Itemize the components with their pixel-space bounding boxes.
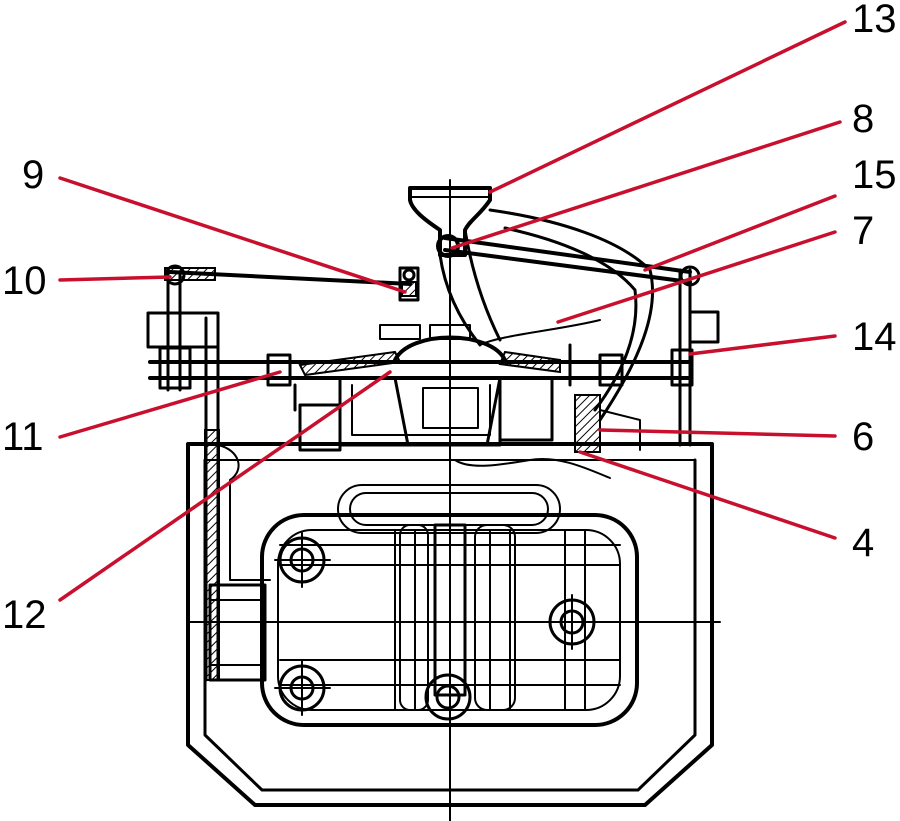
right-rod: [670, 268, 720, 447]
label-4: 4: [852, 521, 874, 565]
bolt-bottom-center: [424, 673, 472, 721]
label-10: 10: [2, 259, 47, 303]
leader-13: [488, 20, 847, 194]
upper-trough: [298, 376, 641, 479]
top-chute: [408, 186, 502, 347]
leader-12: [58, 370, 392, 602]
cross-shaft: [148, 343, 692, 412]
curved-shroud: [479, 208, 655, 422]
leader-15: [643, 194, 837, 272]
leader-lines: [58, 20, 847, 602]
bolt-top-left: [274, 532, 331, 588]
bolt-bottom-left: [274, 660, 331, 716]
label-8: 8: [852, 97, 874, 141]
centerlines: [189, 179, 721, 821]
label-11: 11: [2, 415, 44, 459]
label-14: 14: [852, 315, 897, 359]
leader-4: [578, 450, 837, 540]
leader-7: [556, 230, 837, 324]
label-13: 13: [852, 0, 897, 41]
part-labels: 13 8 15 7 9 10 14 11 6 4 12: [2, 0, 897, 637]
label-6: 6: [852, 415, 874, 459]
leader-11: [58, 370, 282, 439]
leader-6: [598, 428, 837, 438]
dome-cap: [298, 324, 561, 377]
leader-14: [688, 334, 837, 356]
pivot-9: [398, 266, 420, 302]
label-15: 15: [852, 153, 897, 197]
label-12: 12: [2, 593, 47, 637]
label-7: 7: [852, 209, 874, 253]
label-9: 9: [22, 153, 44, 197]
leader-10: [58, 275, 172, 282]
leader-8: [450, 120, 842, 250]
leader-9: [58, 176, 407, 294]
